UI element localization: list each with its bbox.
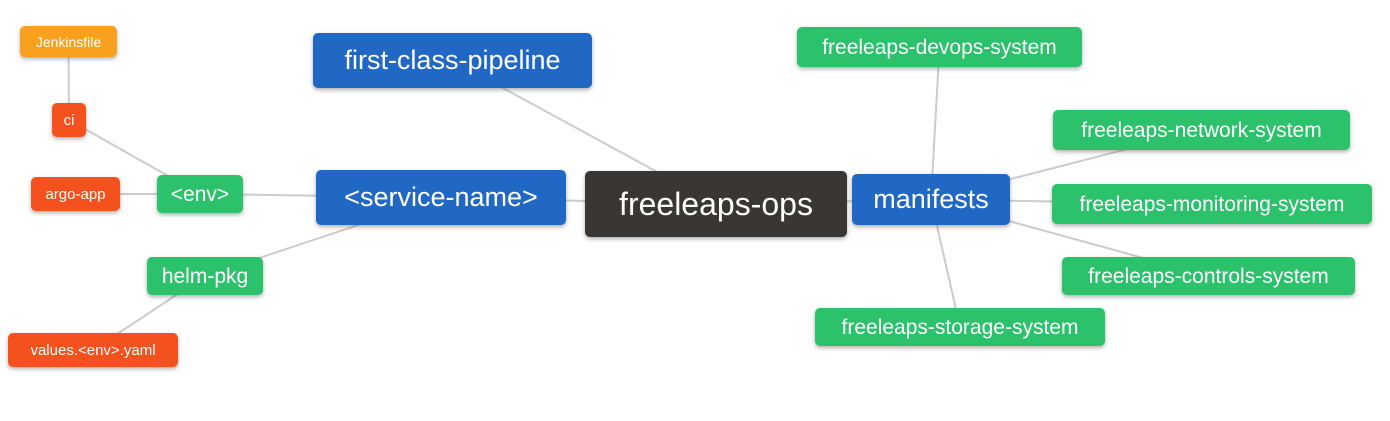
node-ci[interactable]: ci	[52, 103, 86, 137]
node-label: freeleaps-ops	[619, 186, 813, 222]
node-label: manifests	[873, 184, 989, 214]
node-label: freeleaps-storage-system	[841, 315, 1079, 339]
node-env[interactable]: <env>	[157, 175, 243, 213]
node-label: <env>	[170, 182, 230, 206]
node-argo-app[interactable]: argo-app	[31, 177, 120, 211]
node-jenkinsfile[interactable]: Jenkinsfile	[20, 26, 117, 57]
node-label: <service-name>	[344, 182, 538, 212]
node-label: freeleaps-network-system	[1081, 118, 1322, 142]
node-label: freeleaps-devops-system	[822, 35, 1057, 59]
node-values-env-yaml[interactable]: values.<env>.yaml	[8, 333, 178, 367]
node-freeleaps-storage-system[interactable]: freeleaps-storage-system	[815, 308, 1105, 346]
node-manifests[interactable]: manifests	[852, 174, 1010, 225]
node-helm-pkg[interactable]: helm-pkg	[147, 257, 263, 295]
node-label: first-class-pipeline	[344, 45, 561, 75]
node-service-name[interactable]: <service-name>	[316, 170, 566, 225]
node-label: freeleaps-monitoring-system	[1079, 192, 1345, 216]
node-label: argo-app	[45, 185, 106, 203]
node-freeleaps-devops-system[interactable]: freeleaps-devops-system	[797, 27, 1082, 67]
node-label: values.<env>.yaml	[30, 341, 156, 359]
node-freeleaps-ops[interactable]: freeleaps-ops	[585, 171, 847, 237]
node-first-class-pipeline[interactable]: first-class-pipeline	[313, 33, 592, 88]
node-label: helm-pkg	[161, 264, 249, 288]
node-freeleaps-network-system[interactable]: freeleaps-network-system	[1053, 110, 1350, 150]
node-freeleaps-controls-system[interactable]: freeleaps-controls-system	[1062, 257, 1355, 295]
node-label: freeleaps-controls-system	[1088, 264, 1329, 288]
node-freeleaps-monitoring-system[interactable]: freeleaps-monitoring-system	[1052, 184, 1372, 224]
node-label: ci	[63, 111, 75, 129]
node-label: Jenkinsfile	[35, 33, 102, 50]
